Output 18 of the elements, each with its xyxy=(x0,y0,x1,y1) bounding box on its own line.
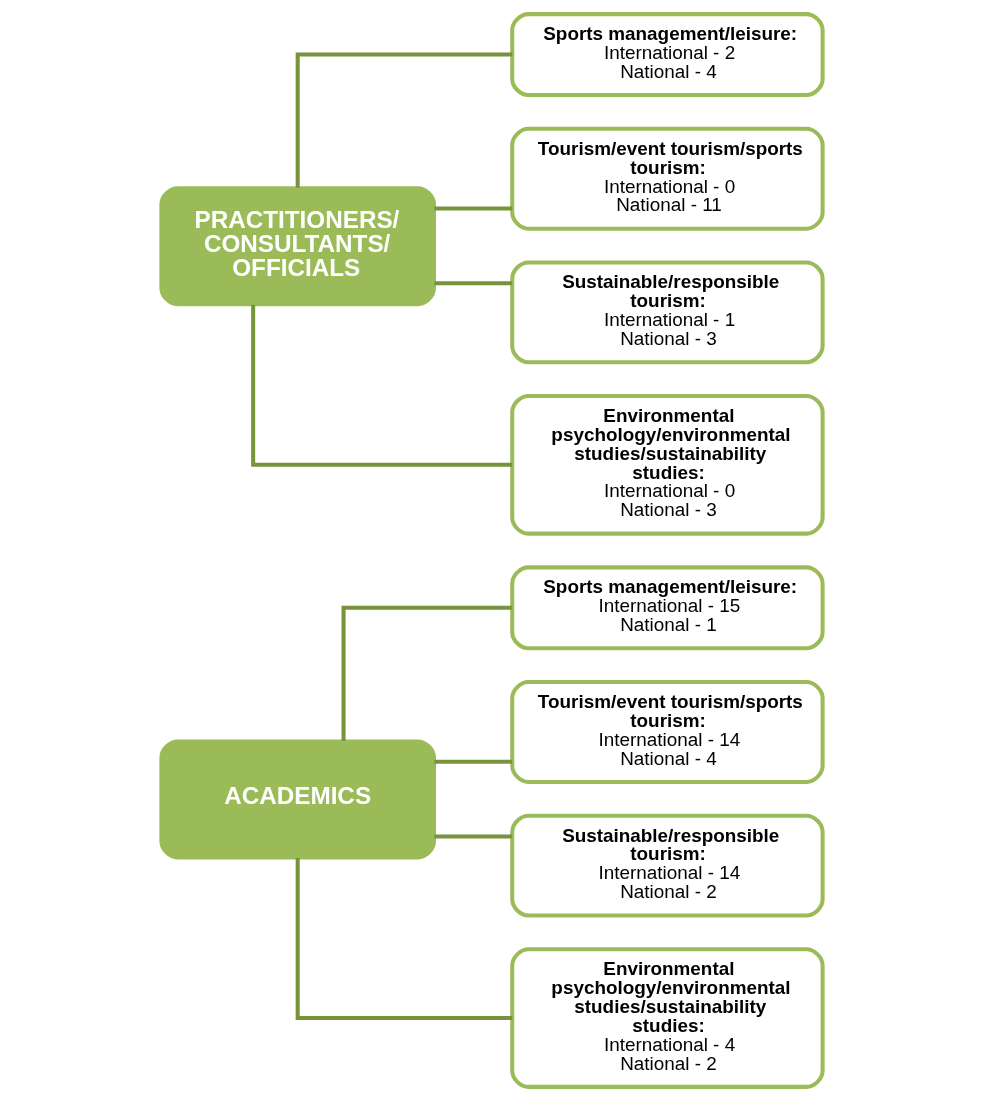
connector xyxy=(433,206,512,211)
node-box: Sustainable/responsible tourism: International - 14 National - 2 xyxy=(509,813,825,918)
node-box: Sports management/leisure: International - 2 National - 4 xyxy=(509,12,825,98)
node-box: ACADEMICS xyxy=(158,739,436,860)
node-box: PRACTITIONERS/ CONSULTANTS/ OFFICIALS xyxy=(158,186,436,307)
connector xyxy=(433,281,512,286)
node-box: Environmental psychology/environmental studies/sustainability studies: International - 0 National - 3 xyxy=(509,393,825,536)
node-box: Sports management/leisure: International - 15 National - 1 xyxy=(509,565,825,651)
connector xyxy=(433,834,512,839)
connector xyxy=(295,52,512,188)
connector xyxy=(433,759,512,764)
node-box: Environmental psychology/environmental studies/sustainability studies: International - 4 National - 2 xyxy=(509,947,825,1089)
node-box: Sustainable/responsible tourism: International - 1 National - 3 xyxy=(509,260,825,365)
connector xyxy=(341,605,512,741)
connector xyxy=(295,858,512,1021)
connector xyxy=(250,304,512,467)
node-box: Tourism/event tourism/sports tourism: International - 0 National - 11 xyxy=(509,126,825,231)
node-box: Tourism/event tourism/sports tourism: International - 14 National - 4 xyxy=(509,680,825,784)
